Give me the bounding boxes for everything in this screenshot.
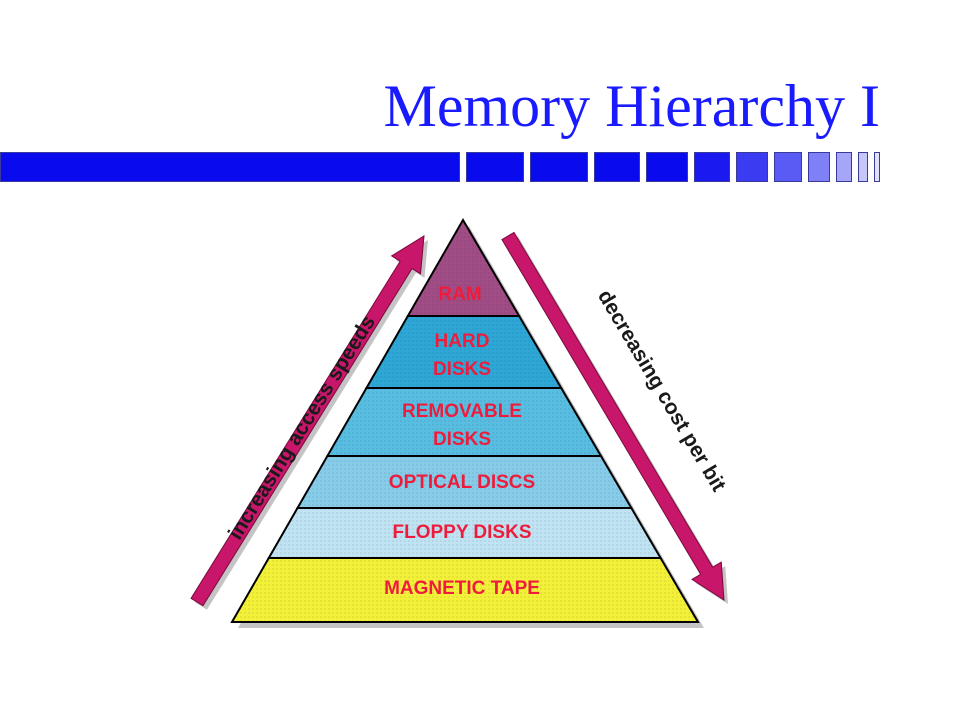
bar-segment (874, 152, 880, 182)
tier-texture (297, 456, 632, 508)
tier-label: OPTICAL DISCS (389, 472, 535, 493)
tier-texture (268, 508, 661, 558)
tier-texture (366, 316, 562, 388)
bar-segment (466, 152, 524, 182)
tier-label: DISKS (433, 359, 491, 380)
tier-texture (407, 220, 520, 316)
title-decor-bar (0, 150, 960, 186)
tier-label: RAM (438, 284, 481, 305)
bar-segment (646, 152, 688, 182)
bar-segment (530, 152, 588, 182)
tier-texture (232, 558, 698, 622)
tier-label: REMOVABLE (402, 401, 522, 422)
bar-segment (0, 152, 460, 182)
tier-texture (327, 388, 601, 456)
bar-segment (836, 152, 852, 182)
tier-label: MAGNETIC TAPE (384, 578, 540, 599)
bar-segment (774, 152, 802, 182)
tier-label: FLOPPY DISKS (392, 522, 531, 543)
bar-segment (694, 152, 730, 182)
cost-per-bit-arrow (501, 231, 725, 601)
tier-label: HARD (435, 331, 490, 352)
bar-segment (858, 152, 868, 182)
cost-per-bit-arrow-label: decreasing cost per bit (593, 286, 730, 495)
bar-segment (736, 152, 768, 182)
bar-segment (594, 152, 640, 182)
slide-title: Memory Hierarchy I (383, 73, 880, 139)
tier-label: DISKS (433, 429, 491, 450)
access-speed-arrow (190, 235, 425, 607)
bar-segment (808, 152, 830, 182)
